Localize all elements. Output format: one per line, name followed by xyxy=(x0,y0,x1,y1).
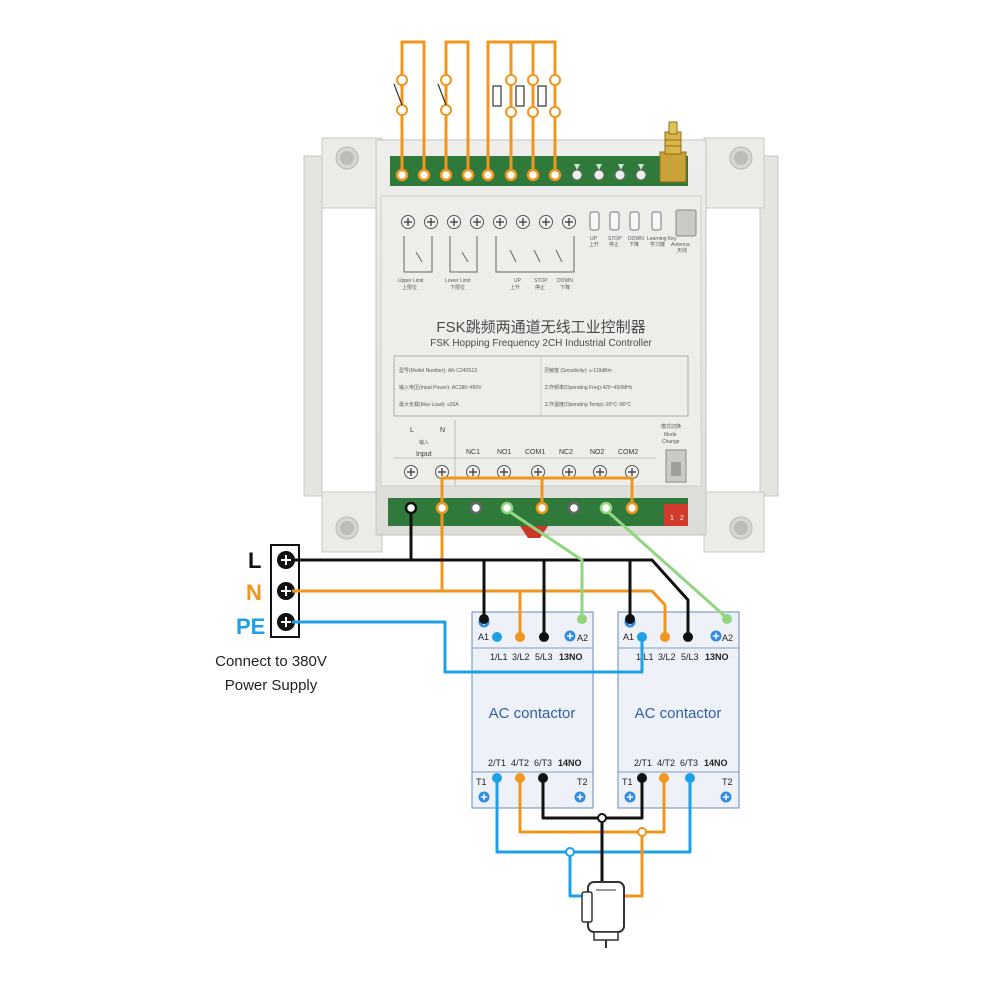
wires xyxy=(292,476,728,898)
controller-module: Upper Limit 上限位 Lower Limit 下限位 UP 上升 ST… xyxy=(303,121,779,553)
contactor-1: A1 A2 1/L1 3/L2 5/L3 13NO AC contactor 2… xyxy=(471,611,594,809)
lower-limit-cn: 下限位 xyxy=(450,284,465,291)
antenna-cn: 天线 xyxy=(677,247,687,254)
stop-label: STOP xyxy=(534,278,548,284)
c1-14NO: 14NO xyxy=(558,758,582,768)
c1-L2: 3/L2 xyxy=(512,652,530,662)
up-cn: 上升 xyxy=(510,284,520,291)
c2-14NO: 14NO xyxy=(704,758,728,768)
spec-row-2-right: 工作频率(Operating Freq):420~450MHz xyxy=(544,384,633,391)
btn-stop-cn: 停止 xyxy=(609,241,619,248)
up-label: UP xyxy=(514,278,522,284)
c1-title: AC contactor xyxy=(489,705,576,722)
power-supply-caption: Connect to 380V Power Supply xyxy=(171,650,371,698)
limit-switch-contacts xyxy=(393,74,561,118)
term-label-com1: COM1 xyxy=(525,449,545,456)
down-cn: 下降 xyxy=(560,284,570,291)
c1-T2x: 4/T2 xyxy=(511,758,529,768)
c1-A1: A1 xyxy=(478,632,489,642)
term-label-no1: NO1 xyxy=(497,449,512,456)
power-label-N: N xyxy=(246,580,262,605)
c1-A2: A2 xyxy=(577,633,588,643)
learning-key-label: Learning Key xyxy=(647,236,677,242)
c1-T2: T2 xyxy=(577,777,588,787)
svg-text:2: 2 xyxy=(680,515,684,522)
c1-T3x: 6/T3 xyxy=(534,758,552,768)
spec-row-2-left: 输入电压(Input Power): AC180~450V xyxy=(399,384,482,391)
c2-A1: A1 xyxy=(623,632,634,642)
c2-A2: A2 xyxy=(722,633,733,643)
c2-L3: 5/L3 xyxy=(681,652,699,662)
mode-cn: 模式切换 xyxy=(661,423,681,430)
c1-L3: 5/L3 xyxy=(535,652,553,662)
c1-T1x: 2/T1 xyxy=(488,758,506,768)
top-pcb-terminals xyxy=(395,168,647,182)
c2-T1: T1 xyxy=(622,777,633,787)
term-label-L: L xyxy=(410,427,414,434)
upper-limit-cn: 上限位 xyxy=(402,284,417,291)
term-label-no2: NO2 xyxy=(590,449,605,456)
c2-T1x: 2/T1 xyxy=(634,758,652,768)
c2-title: AC contactor xyxy=(635,705,722,722)
btn-up-cn: 上升 xyxy=(589,241,599,248)
antenna-label: Antenna xyxy=(671,242,690,248)
spec-row-1-left: 型号(Model Number): AK-C240S13 xyxy=(399,367,477,374)
input-cn: 输入 xyxy=(419,439,429,446)
c1-T1: T1 xyxy=(476,777,487,787)
btn-up-label: UP xyxy=(590,236,598,242)
c2-T2: T2 xyxy=(722,777,733,787)
wire-terminals xyxy=(404,501,732,857)
upper-limit-label: Upper Limit xyxy=(398,278,424,284)
c1-13NO: 13NO xyxy=(559,652,583,662)
term-label-N: N xyxy=(440,427,445,434)
svg-text:1: 1 xyxy=(670,515,674,522)
term-label-com2: COM2 xyxy=(618,449,638,456)
learning-key-cn: 学习键 xyxy=(650,241,665,248)
lower-limit-label: Lower Limit xyxy=(445,278,471,284)
spec-row-1-right: 灵敏度 (Sensitivity): ≥-119dBm xyxy=(544,367,612,374)
power-terminal-block: L N PE xyxy=(236,544,300,639)
controller-title-cn: FSK跳频两通道无线工业控制器 xyxy=(436,319,645,336)
term-label-nc2: NC2 xyxy=(559,449,573,456)
c2-L2: 3/L2 xyxy=(658,652,676,662)
input-label: Input xyxy=(416,451,432,458)
down-label: DOWN xyxy=(557,278,573,284)
c2-13NO: 13NO xyxy=(705,652,729,662)
c2-L1: 1/L1 xyxy=(636,652,654,662)
change-label: Change xyxy=(662,439,680,445)
c2-T3x: 6/T3 xyxy=(680,758,698,768)
c2-T2x: 4/T2 xyxy=(657,758,675,768)
motor-icon xyxy=(581,881,625,948)
power-label-PE: PE xyxy=(236,614,265,639)
btn-down-label: DOWN xyxy=(628,236,644,242)
spec-row-3-right: 工作温度(Operating Temp):-20°C~80°C xyxy=(544,401,632,408)
spec-row-3-left: 最大负载(Max Load): ≤30A xyxy=(399,401,459,408)
power-label-L: L xyxy=(248,548,261,573)
contactor-2: A1 A2 1/L1 3/L2 5/L3 13NO AC contactor 2… xyxy=(617,611,740,809)
btn-down-cn: 下降 xyxy=(629,241,639,248)
caption-line-2: Power Supply xyxy=(224,677,318,694)
stop-cn: 停止 xyxy=(535,284,545,291)
antenna-connector xyxy=(659,121,687,183)
controller-title-en: FSK Hopping Frequency 2CH Industrial Con… xyxy=(430,338,652,349)
term-label-nc1: NC1 xyxy=(466,449,480,456)
btn-stop-label: STOP xyxy=(608,236,622,242)
c1-L1: 1/L1 xyxy=(490,652,508,662)
mode-label: Mode xyxy=(664,432,677,438)
caption-line-1: Connect to 380V xyxy=(215,653,327,670)
